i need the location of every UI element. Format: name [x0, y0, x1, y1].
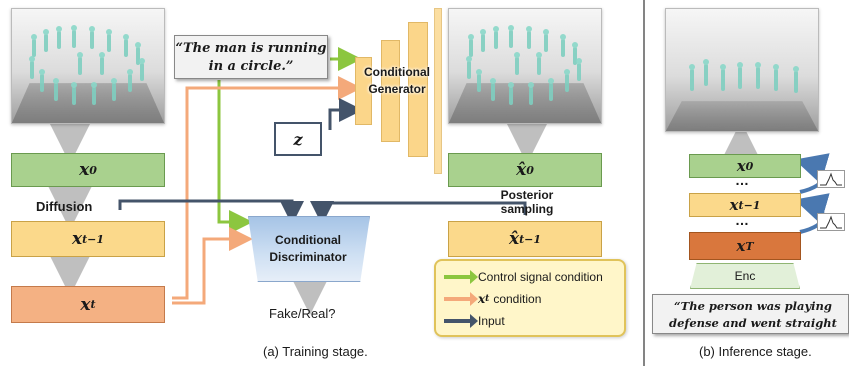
generator-layer-4 [434, 8, 442, 174]
noise-distribution-icon [817, 170, 845, 188]
inference-motion-render [665, 8, 819, 132]
inference-text-prompt: “The person was playing defense and went… [652, 294, 849, 334]
generated-motion-render [448, 8, 602, 124]
arrow-quote-to-discriminator [217, 80, 253, 234]
noise-z-box: z [274, 122, 322, 156]
diffusion-label: Diffusion [36, 199, 93, 214]
legend-item-control: Control signal condition [444, 266, 616, 288]
discriminator-label: Conditional Discriminator [269, 233, 347, 264]
input-motion-render [11, 8, 165, 124]
training-caption: (a) Training stage. [263, 344, 368, 359]
legend-item-input: Input [444, 310, 616, 332]
fake-real-label: Fake/Real? [269, 306, 336, 321]
text-prompt-text: “The man is running in a circle.” [175, 41, 327, 74]
xt-minus-1-hat-box: x̂t−1 [448, 221, 602, 257]
noise-z-label: z [293, 129, 303, 149]
posterior-sampling-label: Posterior sampling [500, 188, 554, 216]
encoder-label: Enc [734, 269, 756, 283]
generator-layer-1 [355, 57, 372, 125]
generator-layer-3 [408, 22, 428, 157]
inference-dots-2: … [735, 212, 749, 228]
x0-hat-box: x̂0 [448, 153, 602, 187]
inference-caption: (b) Inference stage. [699, 344, 812, 359]
legend-orange-arrow-icon [444, 292, 478, 306]
legend-navy-arrow-icon [444, 314, 478, 328]
text-prompt-quote: “The man is running in a circle.” [174, 35, 328, 79]
arrow-z-to-generator [328, 98, 363, 130]
inference-dots-1: … [735, 172, 749, 188]
inference-prompt-text: “The person was playing defense and went… [669, 299, 837, 330]
arrow-xt-to-generator [172, 76, 362, 300]
generator-layer-2 [381, 40, 400, 142]
encoder-block: Enc [690, 263, 800, 289]
arrow-xt1hat-to-discriminator [310, 201, 527, 225]
noise-distribution-icon [817, 213, 845, 231]
arrow-xt1-to-discriminator [118, 199, 304, 225]
legend-green-arrow-icon [444, 270, 478, 284]
arrow-xt-to-discriminator [172, 227, 253, 305]
generator-label: Conditional Generator [364, 65, 430, 96]
discriminator-block [248, 216, 370, 282]
